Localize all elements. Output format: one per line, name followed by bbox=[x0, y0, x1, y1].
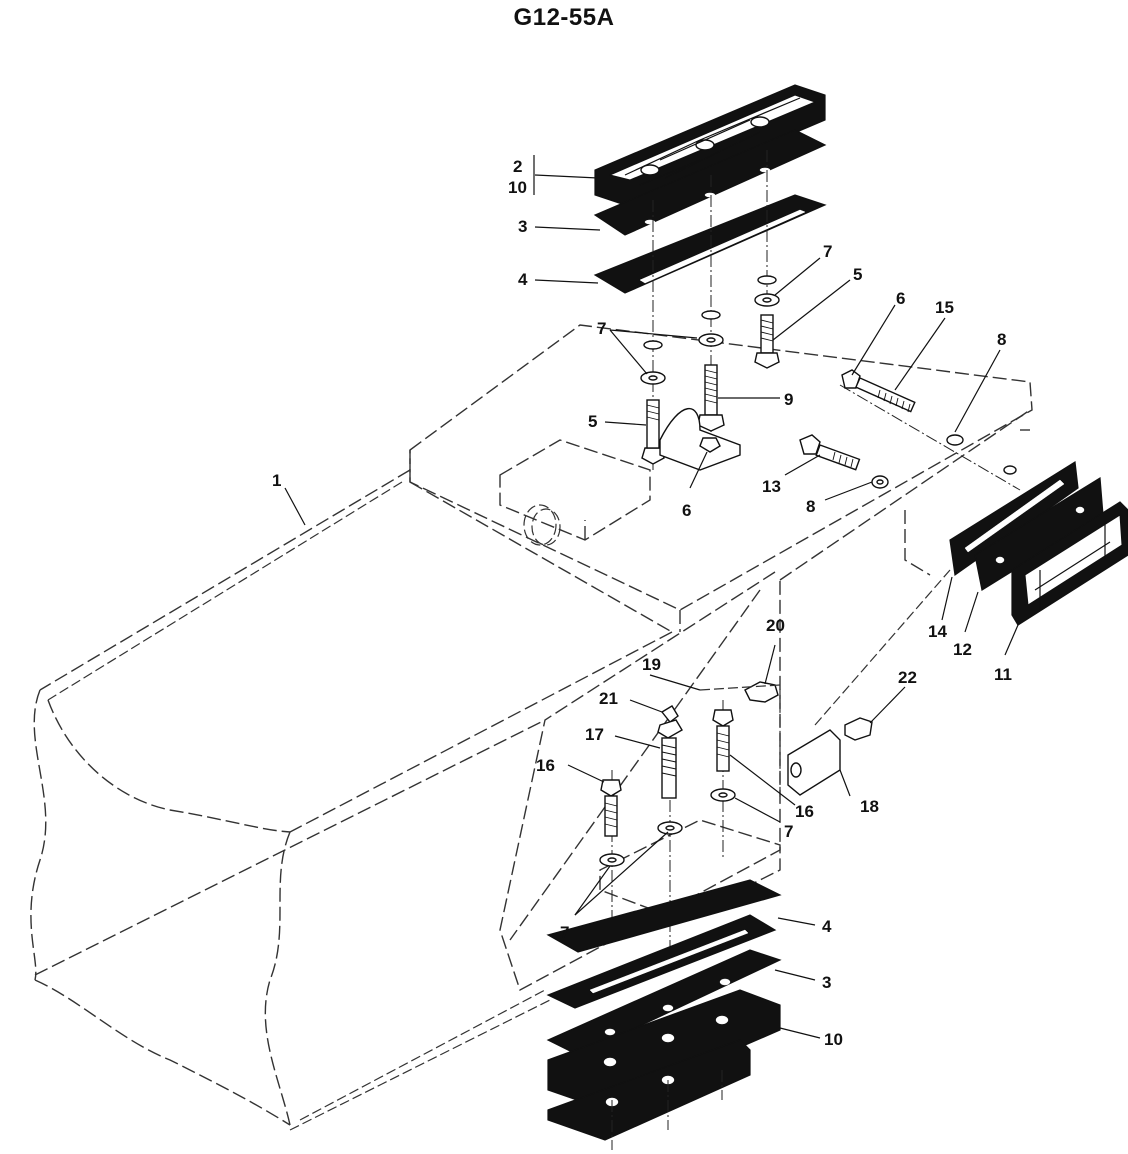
callout-5-b: 5 bbox=[588, 412, 597, 431]
callout-11: 11 bbox=[994, 665, 1012, 684]
callout-6-b: 6 bbox=[682, 501, 691, 520]
callout-7-a: 7 bbox=[597, 319, 606, 338]
callout-4-bot: 4 bbox=[822, 917, 832, 936]
top-wear-pad bbox=[594, 84, 826, 206]
callout-10-top: 10 bbox=[508, 178, 527, 197]
callout-18: 18 bbox=[860, 797, 879, 816]
callout-8-a: 8 bbox=[997, 330, 1006, 349]
callout-1: 1 bbox=[272, 471, 281, 490]
callout-19: 19 bbox=[642, 655, 661, 674]
bottom-stack bbox=[546, 879, 782, 1150]
side-pads bbox=[949, 460, 1128, 626]
callout-3-top: 3 bbox=[518, 217, 527, 236]
callout-16-a: 16 bbox=[536, 756, 555, 775]
callout-2: 2 bbox=[513, 157, 522, 176]
callout-12: 12 bbox=[953, 640, 972, 659]
callout-10-bot: 10 bbox=[824, 1030, 843, 1049]
hardware-lower bbox=[599, 569, 951, 867]
callout-9: 9 bbox=[784, 390, 793, 409]
callout-15: 15 bbox=[935, 298, 954, 317]
frame-phantom bbox=[30, 324, 1033, 1131]
callout-7-b: 7 bbox=[823, 242, 832, 261]
hardware-top bbox=[640, 275, 1017, 489]
callout-22: 22 bbox=[898, 668, 917, 687]
callout-7-c: 7 bbox=[784, 822, 793, 841]
callout-5-a: 5 bbox=[853, 265, 862, 284]
callout-14: 14 bbox=[928, 622, 947, 641]
callout-4-top: 4 bbox=[518, 270, 528, 289]
callout-20: 20 bbox=[766, 616, 785, 635]
callout-labels: 2 10 3 4 7 7 5 6 15 8 9 5 6 1 13 8 14 12… bbox=[272, 157, 1012, 1049]
callout-13: 13 bbox=[762, 477, 781, 496]
callout-17: 17 bbox=[585, 725, 604, 744]
callout-16-b: 16 bbox=[795, 802, 814, 821]
leader-lines bbox=[284, 155, 1019, 1039]
callout-21: 21 bbox=[599, 689, 618, 708]
diagram-title: G12-55A bbox=[513, 4, 615, 31]
callout-8-b: 8 bbox=[806, 497, 815, 516]
callout-6-a: 6 bbox=[896, 289, 905, 308]
callout-3-bot: 3 bbox=[822, 973, 831, 992]
callout-7-d: 7 bbox=[560, 923, 569, 942]
